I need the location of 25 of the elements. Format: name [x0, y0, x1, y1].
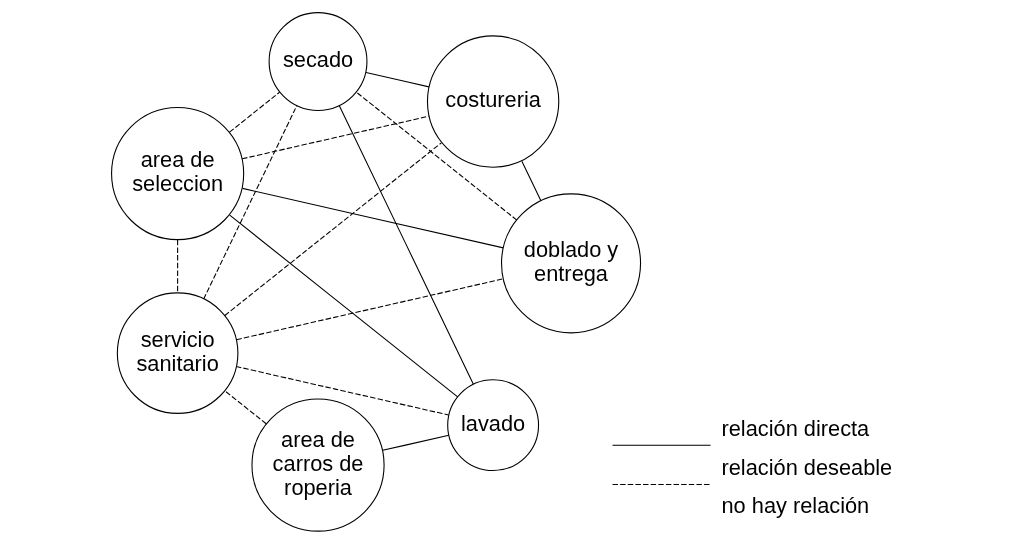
- legend-label: relación deseable: [720, 454, 892, 480]
- connector: [338, 105, 474, 385]
- node-circle: costureria: [426, 35, 559, 168]
- connector: [228, 214, 458, 398]
- connector: [223, 142, 442, 316]
- connector: [520, 160, 541, 202]
- node-circle: servicio sanitario: [116, 292, 238, 414]
- connector: [235, 365, 449, 416]
- connector: [381, 434, 449, 451]
- connector: [355, 91, 517, 221]
- legend-label: relación directa: [720, 415, 869, 441]
- connector: [223, 390, 267, 425]
- connector: [202, 105, 297, 300]
- node-circle: secado: [268, 12, 367, 112]
- connector: [228, 91, 280, 133]
- legend-label: no hay relación: [720, 492, 869, 518]
- connector: [235, 278, 504, 341]
- connector: [176, 239, 178, 294]
- connector: [241, 115, 429, 160]
- node-circle: lavado: [446, 379, 539, 472]
- connector: [365, 72, 429, 88]
- connector: [241, 187, 504, 249]
- node-circle: area de seleccion: [110, 106, 244, 241]
- node-circle: doblado y entrega: [500, 193, 641, 334]
- node-circle: area de carros de roperia: [250, 398, 385, 532]
